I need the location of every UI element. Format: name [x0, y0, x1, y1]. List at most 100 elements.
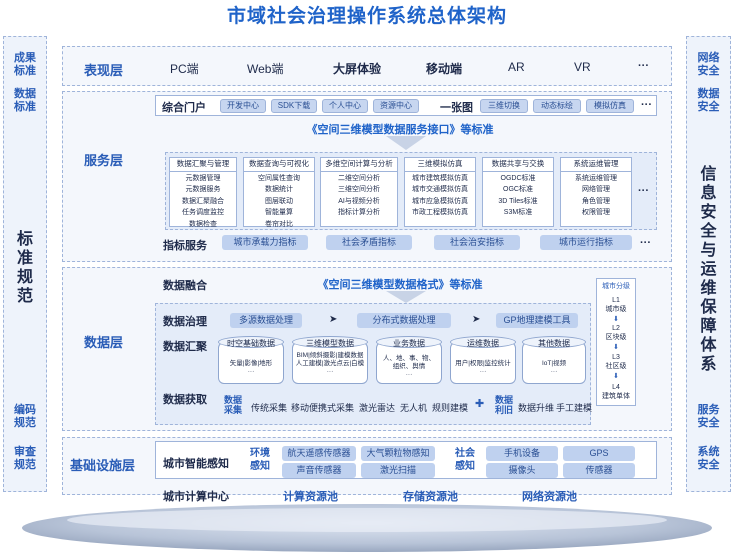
service-col-item: 数据统计	[265, 186, 293, 193]
portal-item-dev-center[interactable]: 开发中心	[220, 99, 266, 113]
service-col-item: 元数据服务	[185, 186, 221, 193]
service-col-spatial-analysis: 多维空间计算与分析 二维空间分析 三维空间分析 AI与视频分析 指标计算分析	[320, 157, 398, 227]
service-col-item: 系统运维管理	[575, 174, 617, 182]
data-governance-label: 数据治理	[163, 316, 207, 328]
social-item-mobile-device[interactable]: 手机设备	[486, 446, 558, 461]
collect-item-traditional: 传统采集	[251, 403, 288, 413]
indicator-item-city-operation[interactable]: 城市运行指标	[540, 235, 632, 250]
service-col-ops-management: 系统运维管理 系统运维管理 网络管理 角色管理 权限管理	[560, 157, 632, 227]
map-label: 一张图	[440, 102, 473, 114]
portal-item-resource-center[interactable]: 资源中心	[373, 99, 419, 113]
service-col-item: OGC标准	[503, 186, 533, 193]
compute-item-storage-pool: 存储资源池	[403, 491, 458, 503]
map-item-dynamic-plot[interactable]: 动态标绘	[533, 99, 581, 113]
data-standard-arrow-icon	[386, 291, 426, 303]
right-item-data-security: 数据 安全	[697, 88, 720, 113]
database-other: 其他数据 IoT|视频 ···	[522, 336, 586, 384]
city-levels-panel	[596, 278, 636, 406]
compute-center-label: 城市计算中心	[163, 491, 229, 503]
indicator-item-social-conflict[interactable]: 社会矛盾指标	[326, 235, 412, 250]
service-col-item: S3M标准	[503, 209, 533, 216]
service-col-item: 城市交通模拟仿真	[412, 186, 468, 193]
city-level-l3: L3 社区级	[605, 354, 627, 370]
plus-icon: ✚	[475, 398, 485, 410]
arrow-down-icon: ⬇	[613, 316, 619, 323]
governance-step-distributed[interactable]: 分布式数据处理	[357, 313, 451, 328]
database-title: 运维数据	[467, 339, 499, 348]
indicator-item-city-capacity[interactable]: 城市承载力指标	[222, 235, 308, 250]
database-title: 业务数据	[393, 339, 425, 348]
infrastructure-layer-label: 基础设施层	[70, 458, 136, 473]
portal-label: 综合门户	[162, 102, 206, 114]
service-col-item: 城市建筑模拟仿真	[412, 174, 468, 182]
env-item-laser-scan[interactable]: 激光扫描	[361, 463, 435, 478]
compute-item-network-pool: 网络资源池	[522, 491, 577, 503]
service-col-item: 三维空间分析	[338, 186, 380, 193]
service-col-item: 网络管理	[582, 186, 610, 193]
database-title: 三维模型数据	[306, 339, 354, 348]
left-item-review-spec: 审查 规范	[14, 446, 36, 471]
service-col-header: 多维空间计算与分析	[321, 158, 397, 172]
portal-item-personal-center[interactable]: 个人中心	[322, 99, 368, 113]
service-col-item: 智能量算	[265, 209, 293, 216]
portal-item-sdk-download[interactable]: SDK下载	[271, 99, 317, 113]
governance-step-gp-tools[interactable]: GP地理建模工具	[496, 313, 578, 328]
map-item-simulation[interactable]: 模拟仿真	[586, 99, 634, 113]
indicator-item-public-security[interactable]: 社会治安指标	[434, 235, 520, 250]
right-security-title: 信 息 安 全 与 运 维 保 障 体 系	[700, 166, 717, 373]
service-col-item: 市政工程模拟仿真	[412, 209, 468, 216]
map-item-3d-switch[interactable]: 三维切换	[480, 99, 528, 113]
city-level-l2: L2 区块级	[605, 325, 627, 341]
city-level-l4: L4 建筑单体	[602, 384, 630, 400]
presentation-item-ar: AR	[508, 60, 525, 74]
arrow-right-icon: ➤	[329, 314, 338, 325]
service-col-item: 任务调度监控	[182, 209, 224, 216]
collect-item-portable: 移动便携式采集	[291, 403, 355, 413]
database-3d-model: 三维模型数据 BIM|倾斜摄影|建模数据 人工建模|激光点云|白模 ···	[292, 336, 368, 384]
presentation-item-pc: PC端	[170, 62, 199, 76]
database-desc: BIM|倾斜摄影|建模数据 人工建模|激光点云|白模 ···	[295, 352, 365, 375]
data-aggregation-label: 数据汇聚	[163, 341, 207, 353]
service-col-item: 3D Tiles标准	[498, 197, 538, 205]
service-col-item: 角色管理	[582, 197, 610, 205]
social-item-gps[interactable]: GPS	[563, 446, 635, 461]
data-standard-title: 《空间三维模型数据格式》等标准	[317, 279, 483, 291]
arrow-right-icon: ➤	[472, 314, 481, 325]
database-desc: 人、地、事、物、 组织、舆情 ···	[383, 355, 435, 378]
city-level-l1: L1 城市级	[605, 297, 627, 313]
data-reuse-label: 数据 利旧	[495, 395, 514, 415]
presentation-layer	[62, 46, 672, 86]
service-col-header: 三维模拟仿真	[405, 158, 475, 172]
presentation-item-mobile: 移动端	[426, 62, 463, 76]
social-item-camera[interactable]: 摄像头	[486, 463, 558, 478]
right-security-column	[686, 36, 731, 492]
service-col-header: 数据共享与交换	[483, 158, 553, 172]
service-col-item: 二维空间分析	[338, 174, 380, 182]
service-col-item: 数据检查	[189, 220, 217, 228]
left-standards-column	[3, 36, 47, 492]
service-col-item: 权限管理	[582, 209, 610, 216]
governance-step-multisource[interactable]: 多源数据处理	[230, 313, 302, 328]
indicator-label: 指标服务	[163, 240, 207, 252]
service-col-item: 元数据管理	[185, 174, 221, 182]
social-item-sensor[interactable]: 传感器	[563, 463, 635, 478]
database-business: 业务数据 人、地、事、物、 组织、舆情 ···	[376, 336, 442, 384]
city-levels-title: 城市分级	[602, 283, 630, 290]
service-col-item: OGDC标准	[500, 174, 536, 182]
collect-item-lidar: 激光雷达	[359, 403, 396, 413]
right-item-network-security: 网络 安全	[697, 52, 720, 77]
env-item-particulate[interactable]: 大气颗粒物感知	[361, 446, 435, 461]
page-title: 市域社会治理操作系统总体架构	[226, 6, 507, 27]
env-item-satellite-sensor[interactable]: 航天遥感传感器	[282, 446, 356, 461]
data-collect-label: 数据 采集	[224, 395, 243, 415]
service-col-item: AI与视频分析	[338, 197, 380, 205]
database-desc: 矢量|影像|地形 ···	[229, 360, 273, 375]
env-item-sound-sensor[interactable]: 声音传感器	[282, 463, 356, 478]
service-col-data-sharing: 数据共享与交换 OGDC标准 OGC标准 3D Tiles标准 S3M标准	[482, 157, 554, 227]
city-sensing-label: 城市智能感知	[163, 458, 229, 470]
right-item-system-security: 系统 安全	[697, 446, 720, 471]
service-col-item: 指标计算分析	[338, 209, 380, 216]
service-col-header: 系统运维管理	[561, 158, 631, 172]
presentation-more: ···	[638, 60, 649, 72]
service-col-query-visualization: 数据查询与可视化 空间属性查询 数据统计 图层联动 智能量算 卷帘对比	[243, 157, 315, 228]
